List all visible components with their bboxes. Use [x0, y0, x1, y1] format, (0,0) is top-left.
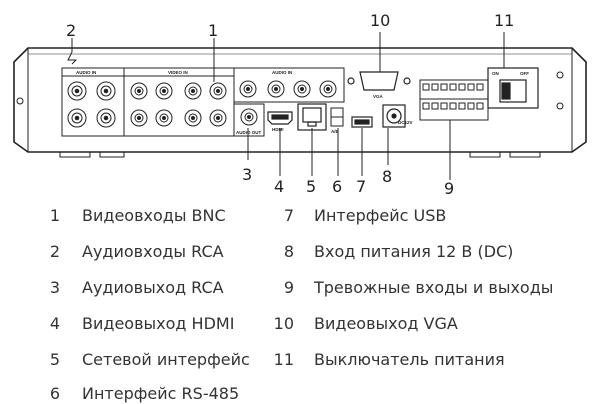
rca-jack[interactable] [319, 80, 337, 98]
usb-port[interactable] [351, 116, 373, 128]
bnc-connector[interactable] [155, 109, 173, 127]
legend-number: 3 [49, 278, 60, 297]
legend: 1 Видеовходы BNC 2 Аудиовходы RCA 3 Ауди… [0, 200, 600, 404]
legend-text: Аудиовыход RCA [82, 278, 224, 297]
rs485-label: A/B [331, 129, 340, 134]
rca-jack[interactable] [293, 80, 311, 98]
chassis-screws [16, 71, 564, 110]
hdmi-label: HDMI [272, 127, 284, 132]
rca-jack[interactable] [67, 108, 87, 128]
legend-text: Интерфейс USB [314, 206, 447, 225]
rca-jack[interactable] [96, 108, 116, 128]
rca-jack[interactable] [67, 81, 87, 101]
rca-jack[interactable] [267, 80, 285, 98]
vga-port[interactable]: VGA [347, 71, 411, 99]
bnc-connector[interactable] [184, 82, 202, 100]
terminal-row-top [422, 83, 484, 91]
audio-in-block-right: AUDIO IN [233, 67, 345, 103]
legend-text: Вход питания 12 В (DC) [314, 242, 514, 261]
switch-on-label: ON [492, 71, 499, 76]
legend-number: 2 [49, 242, 60, 261]
audio-out-port[interactable]: AUDIO OUT [233, 103, 265, 137]
callout-8: 8 [382, 167, 392, 186]
bnc-connector[interactable] [184, 109, 202, 127]
callout-3: 3 [242, 165, 252, 184]
dc-power-input[interactable]: DC12V [382, 104, 413, 128]
hdmi-port[interactable]: HDMI [267, 111, 293, 132]
legend-number: 4 [49, 314, 60, 333]
alarm-terminal-block[interactable] [419, 79, 489, 121]
audio-in-block-left: AUDIO IN [61, 67, 125, 137]
legend-text: Тревожные входы и выходы [314, 278, 554, 297]
legend-text: Видеовыход VGA [314, 314, 458, 333]
callout-6: 6 [332, 177, 342, 196]
bnc-connector[interactable] [209, 109, 227, 127]
legend-number: 11 [273, 350, 294, 369]
callout-11: 11 [494, 11, 514, 30]
callout-numbers: 1 2 3 4 5 6 7 8 9 10 11 [66, 11, 514, 198]
callout-9: 9 [444, 179, 454, 198]
callout-10: 10 [370, 11, 390, 30]
terminal-row-bottom [422, 102, 484, 110]
legend-text: Видеовходы BNC [82, 206, 226, 225]
legend-text: Интерфейс RS-485 [82, 384, 240, 403]
legend-number: 8 [283, 242, 294, 261]
callout-5: 5 [306, 177, 316, 196]
legend-number: 7 [283, 206, 294, 225]
legend-text: Сетевой интерфейс [82, 350, 250, 369]
feet [59, 151, 541, 158]
legend-number: 5 [49, 350, 60, 369]
audio-out-label: AUDIO OUT [236, 130, 262, 135]
bnc-connector[interactable] [130, 109, 148, 127]
bnc-connector[interactable] [155, 82, 173, 100]
legend-number: 6 [49, 384, 60, 403]
video-in-block: VIDEO IN [123, 67, 235, 137]
audio-in-right-label: AUDIO IN [272, 70, 292, 75]
rear-panel-diagram: AUDIO IN VIDEO IN AUDIO IN AUDIO OUT [13, 11, 587, 198]
bnc-connector[interactable] [130, 82, 148, 100]
legend-text: Видеовыход HDMI [82, 314, 235, 333]
legend-text: Аудиовходы RCA [82, 242, 224, 261]
bnc-connector[interactable] [209, 82, 227, 100]
legend-text: Выключатель питания [314, 350, 505, 369]
leader-lines [67, 32, 505, 180]
rca-jack[interactable] [96, 81, 116, 101]
callout-4: 4 [274, 177, 284, 196]
video-in-label: VIDEO IN [168, 70, 188, 75]
switch-off-label: OFF [520, 71, 529, 76]
power-switch[interactable]: ON OFF [487, 67, 539, 109]
rs485-port[interactable]: A/B [330, 107, 344, 134]
chassis [13, 47, 587, 153]
legend-number: 9 [283, 278, 294, 297]
ethernet-port[interactable] [297, 103, 327, 131]
legend-number: 1 [49, 206, 60, 225]
dc-label: DC12V [398, 120, 413, 125]
callout-1: 1 [208, 21, 218, 40]
audio-in-left-label: AUDIO IN [76, 70, 96, 75]
rca-jack[interactable] [239, 80, 257, 98]
callout-7: 7 [356, 177, 366, 196]
legend-number: 10 [273, 314, 294, 333]
vga-label: VGA [373, 94, 384, 99]
callout-2: 2 [66, 21, 76, 40]
